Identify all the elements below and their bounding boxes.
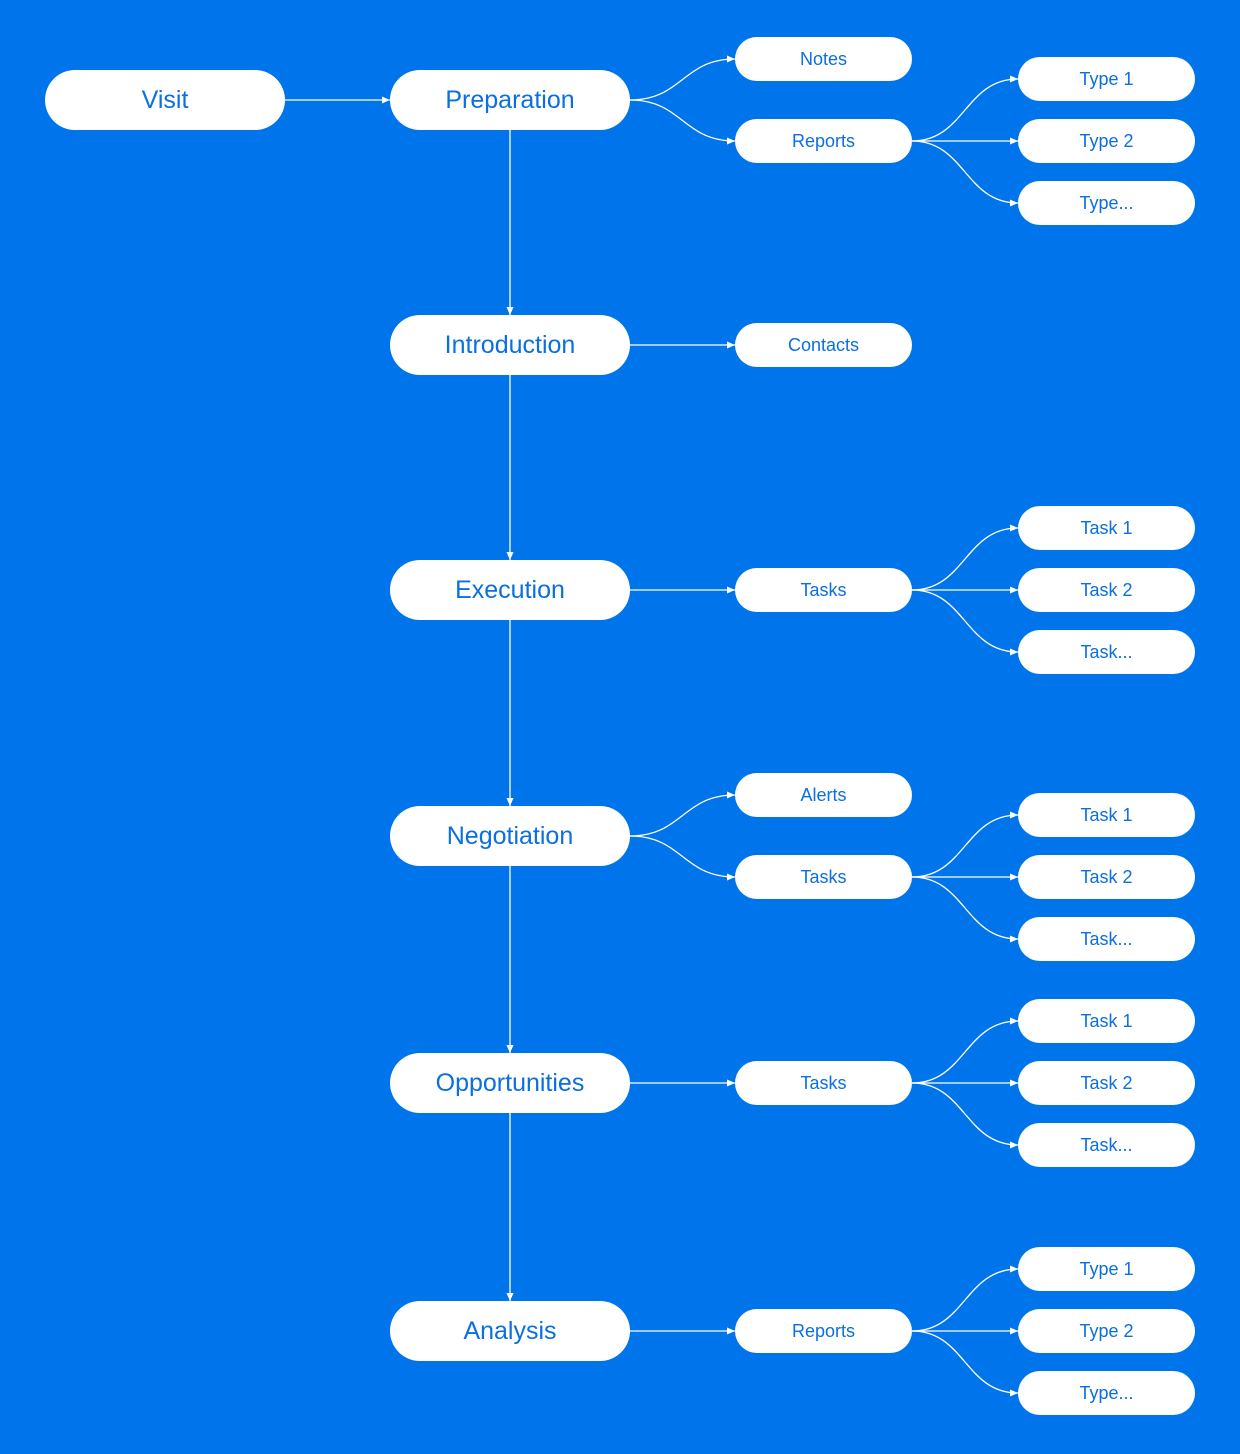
edge-negotiation-to-alerts bbox=[629, 791, 736, 837]
analysis-reports-type-1[interactable]: Type 1 bbox=[1018, 1247, 1195, 1291]
analysis-reports-type-more[interactable]: Type... bbox=[1018, 1371, 1195, 1415]
execution-task-2[interactable]: Task 2 bbox=[1018, 568, 1195, 612]
preparation-notes-node[interactable]: Notes bbox=[735, 37, 912, 81]
opportunities-task-2[interactable]: Task 2 bbox=[1018, 1061, 1195, 1105]
stage-preparation[interactable]: Preparation bbox=[390, 70, 630, 130]
edge-execution-tasks-to-leaf-3 bbox=[911, 589, 1019, 656]
opportunities-tasks-node[interactable]: Tasks bbox=[735, 1061, 912, 1105]
edge-preparation-reports-to-leaf-3 bbox=[911, 140, 1019, 207]
edge-preparation-to-notes bbox=[629, 55, 736, 101]
edge-preparation-reports-to-leaf-1 bbox=[911, 75, 1019, 142]
edge-analysis-reports-to-leaf-1 bbox=[911, 1265, 1019, 1332]
edge-preparation-to-reports bbox=[629, 99, 736, 145]
edge-negotiation-tasks-to-leaf-3 bbox=[911, 876, 1019, 943]
analysis-reports-node[interactable]: Reports bbox=[735, 1309, 912, 1353]
execution-task-1[interactable]: Task 1 bbox=[1018, 506, 1195, 550]
negotiation-task-2[interactable]: Task 2 bbox=[1018, 855, 1195, 899]
execution-task-more[interactable]: Task... bbox=[1018, 630, 1195, 674]
negotiation-task-more[interactable]: Task... bbox=[1018, 917, 1195, 961]
edge-execution-tasks-to-leaf-1 bbox=[911, 524, 1019, 591]
preparation-reports-type-2[interactable]: Type 2 bbox=[1018, 119, 1195, 163]
edge-opportunities-tasks-to-leaf-3 bbox=[911, 1082, 1019, 1149]
introduction-contacts-node[interactable]: Contacts bbox=[735, 323, 912, 367]
stage-opportunities[interactable]: Opportunities bbox=[390, 1053, 630, 1113]
negotiation-tasks-node[interactable]: Tasks bbox=[735, 855, 912, 899]
visit-node[interactable]: Visit bbox=[45, 70, 285, 130]
preparation-reports-node[interactable]: Reports bbox=[735, 119, 912, 163]
edge-negotiation-to-tasks bbox=[629, 835, 736, 881]
stage-execution[interactable]: Execution bbox=[390, 560, 630, 620]
stage-analysis[interactable]: Analysis bbox=[390, 1301, 630, 1361]
preparation-reports-type-more[interactable]: Type... bbox=[1018, 181, 1195, 225]
execution-tasks-node[interactable]: Tasks bbox=[735, 568, 912, 612]
analysis-reports-type-2[interactable]: Type 2 bbox=[1018, 1309, 1195, 1353]
edge-analysis-reports-to-leaf-3 bbox=[911, 1330, 1019, 1397]
stage-introduction[interactable]: Introduction bbox=[390, 315, 630, 375]
edge-opportunities-tasks-to-leaf-1 bbox=[911, 1017, 1019, 1084]
opportunities-task-more[interactable]: Task... bbox=[1018, 1123, 1195, 1167]
edge-negotiation-tasks-to-leaf-1 bbox=[911, 811, 1019, 878]
opportunities-task-1[interactable]: Task 1 bbox=[1018, 999, 1195, 1043]
negotiation-alerts-node[interactable]: Alerts bbox=[735, 773, 912, 817]
preparation-reports-type-1[interactable]: Type 1 bbox=[1018, 57, 1195, 101]
negotiation-task-1[interactable]: Task 1 bbox=[1018, 793, 1195, 837]
stage-negotiation[interactable]: Negotiation bbox=[390, 806, 630, 866]
